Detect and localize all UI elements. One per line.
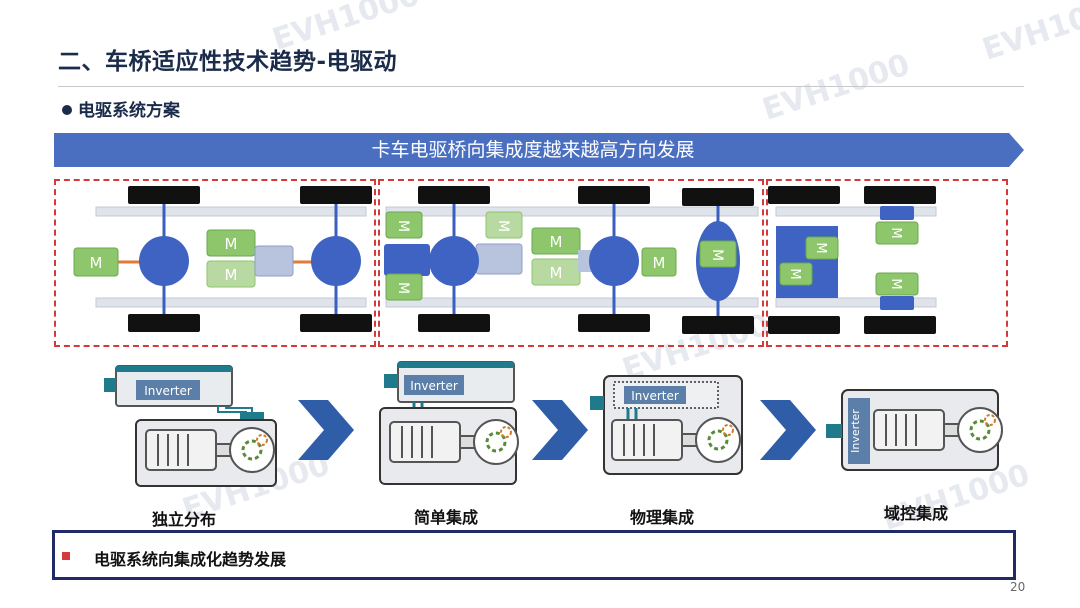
axle-layout-simple-physical: M M M M M M M <box>384 186 759 334</box>
page-title: 二、车桥适应性技术趋势-电驱动 <box>58 49 398 75</box>
title-divider <box>58 86 1024 87</box>
svg-text:M: M <box>813 242 828 253</box>
banner-text: 卡车电驱桥向集成度越来越高方向发展 <box>371 139 695 161</box>
stage-label-physical: 物理集成 <box>629 508 694 527</box>
axle-layout-independent: M M M <box>73 186 372 332</box>
svg-text:M: M <box>395 220 411 232</box>
stage-simple: Inverter <box>379 361 520 485</box>
svg-text:M: M <box>787 268 802 279</box>
stage-label-independent: 独立分布 <box>151 510 216 529</box>
summary-box <box>52 530 1016 580</box>
stage-physical: Inverter <box>590 375 743 475</box>
svg-text:Inverter: Inverter <box>144 384 192 398</box>
stage-independent: Inverter <box>104 365 277 487</box>
stage-label-simple: 简单集成 <box>413 508 478 527</box>
svg-text:Inverter: Inverter <box>849 409 862 453</box>
svg-text:M: M <box>395 282 411 294</box>
group-box-distributed <box>54 179 376 347</box>
section-heading: 电驱系统方案 <box>62 96 180 121</box>
page-number: 20 <box>1010 580 1026 594</box>
group-box-integrated <box>378 179 764 347</box>
axle-layout-domain: M M M M <box>768 186 937 334</box>
summary-text: 电驱系统向集成化趋势发展 <box>94 550 287 569</box>
svg-text:M: M <box>888 278 903 289</box>
group-box-domain <box>766 179 1008 347</box>
svg-text:M: M <box>653 254 666 272</box>
svg-text:M: M <box>225 235 238 253</box>
svg-text:M: M <box>550 233 563 251</box>
svg-text:Inverter: Inverter <box>631 389 679 403</box>
section-heading-text: 电驱系统方案 <box>78 101 180 121</box>
stage-domain: Inverter <box>826 389 1004 471</box>
integration-stages: Inverter Inverter Inverter Inverte <box>104 361 1004 487</box>
banner-arrow <box>54 133 1024 167</box>
stage-label-domain: 域控集成 <box>883 504 948 523</box>
svg-text:Inverter: Inverter <box>410 379 458 393</box>
svg-text:M: M <box>888 227 903 238</box>
svg-text:M: M <box>225 266 238 284</box>
bullet-icon <box>62 105 72 115</box>
summary-bullet-icon <box>62 552 70 560</box>
svg-text:M: M <box>550 264 563 282</box>
axle-diagrams: M M M M M M M M M <box>73 186 937 334</box>
svg-text:M: M <box>90 254 103 272</box>
svg-text:M: M <box>709 249 725 261</box>
svg-text:M: M <box>495 220 511 232</box>
